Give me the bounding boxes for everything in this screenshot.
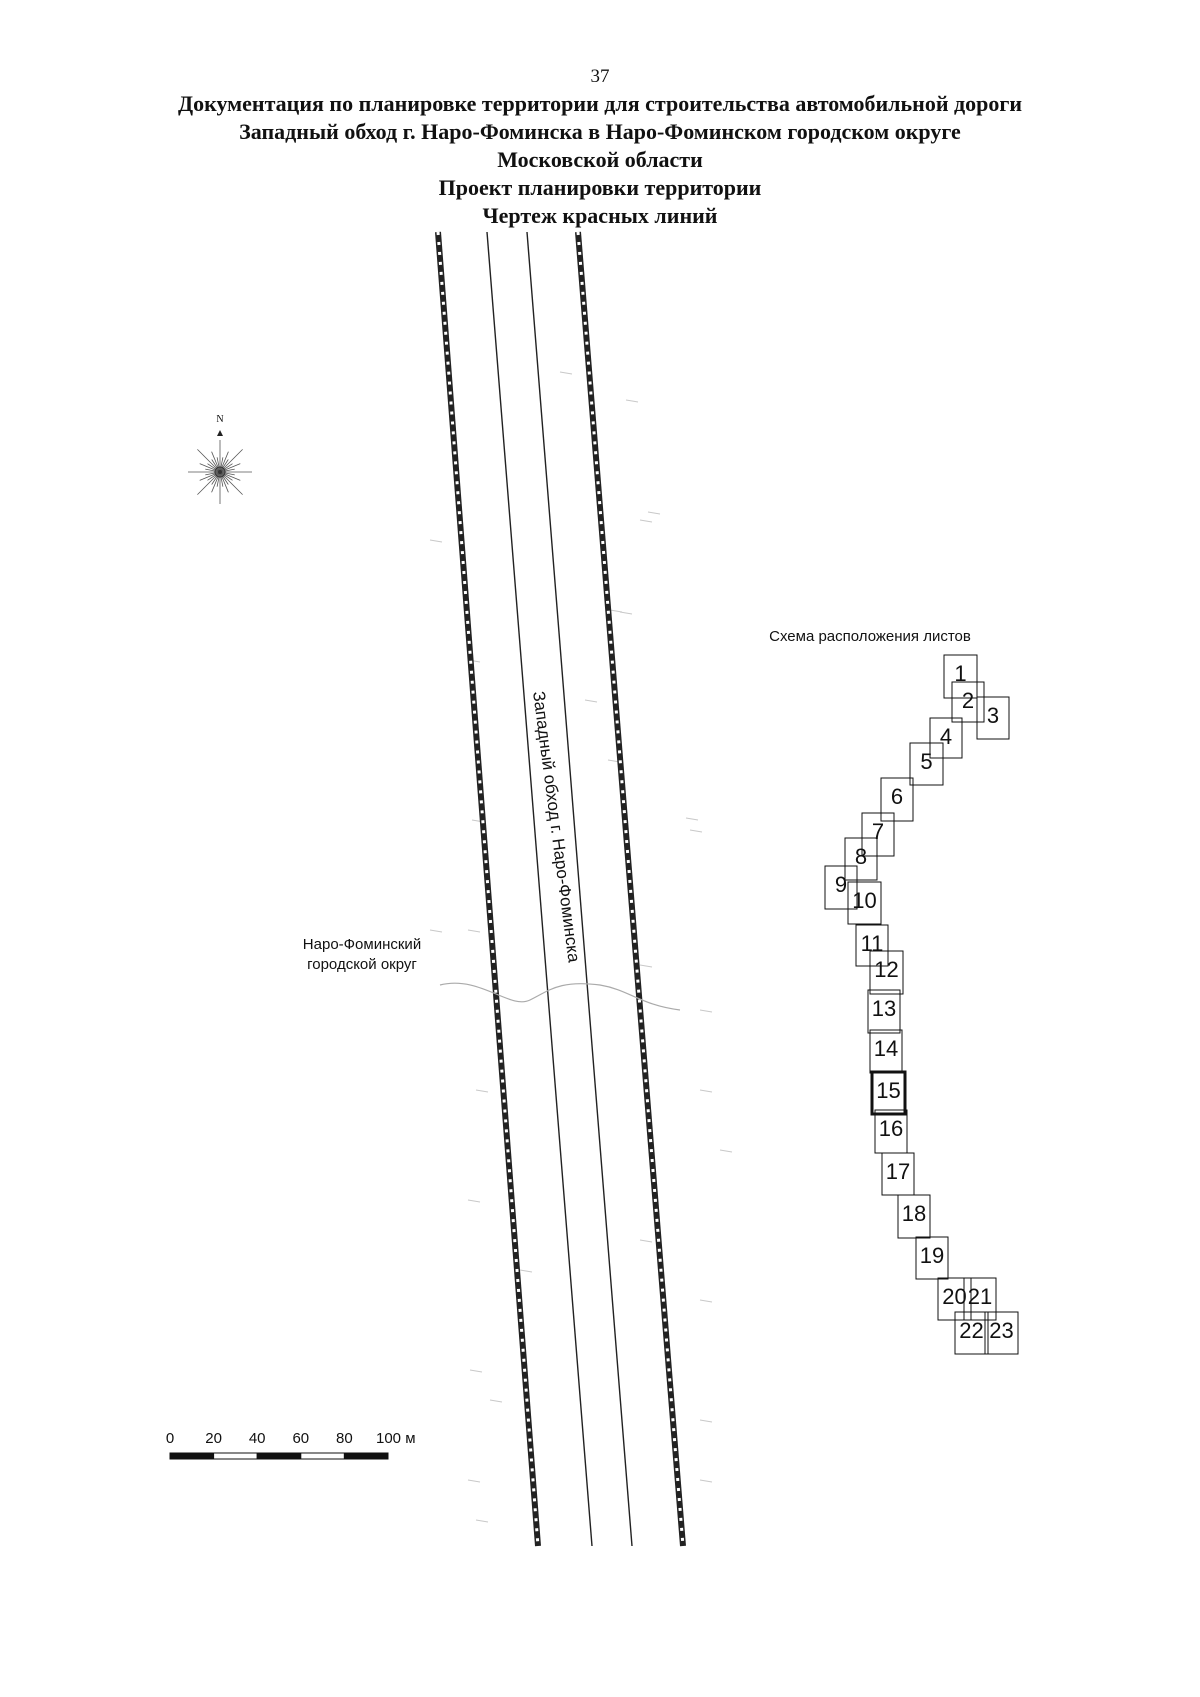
scale-segment — [169, 1452, 215, 1460]
sheet-box-15 — [870, 1070, 907, 1116]
sheet-box-2 — [951, 681, 985, 723]
sheet-number-8: 8 — [855, 844, 867, 869]
sheet-number-10: 10 — [852, 888, 876, 913]
sheet-box-22 — [954, 1311, 989, 1355]
district-label-line-1: Наро-Фоминский — [303, 936, 421, 953]
scale-segment — [256, 1452, 302, 1460]
sheet-box-18 — [897, 1194, 931, 1239]
scale-tick-label: 80 — [336, 1430, 353, 1447]
sheet-number-12: 12 — [874, 957, 898, 982]
sheet-box-23 — [984, 1311, 1019, 1355]
title-line-2: Западный обход г. Наро-Фоминска в Наро-Ф… — [239, 119, 961, 144]
sheet-number-13: 13 — [872, 996, 896, 1021]
sheet-box-6 — [880, 777, 914, 822]
title-line-3: Московской области — [497, 147, 703, 172]
sheet-number-16: 16 — [879, 1116, 903, 1141]
scale-tick-label: 0 — [166, 1430, 174, 1447]
sheet-box-13 — [867, 989, 901, 1034]
red-line-left — [435, 231, 541, 1547]
title-line-4: Проект планировки территории — [438, 175, 762, 200]
sheet-number-18: 18 — [902, 1201, 926, 1226]
north-arrow-icon: N — [188, 414, 252, 504]
sheet-number-3: 3 — [987, 703, 999, 728]
scale-segment — [213, 1452, 258, 1460]
sheet-box-11 — [855, 924, 889, 967]
sheet-number-19: 19 — [920, 1243, 944, 1268]
title-line-5: Чертеж красных линий — [482, 203, 718, 228]
title-line-1: Документация по планировке территории дл… — [177, 91, 1023, 116]
sheet-number-17: 17 — [886, 1159, 910, 1184]
sheet-index-title: Схема расположения листов — [769, 628, 971, 645]
sheet-box-12 — [869, 950, 904, 995]
district-boundary-line — [439, 982, 681, 1011]
sheet-number-2: 2 — [962, 688, 974, 713]
road-label: Западный обход г. Наро-Фоминска — [529, 690, 584, 964]
sheet-number-21: 21 — [968, 1284, 992, 1309]
scale-tick-label: 60 — [292, 1430, 309, 1447]
sheet-number-9: 9 — [835, 872, 847, 897]
sheet-number-1: 1 — [954, 661, 966, 686]
sheet-number-14: 14 — [874, 1036, 898, 1061]
district-label-line-2: городской округ — [307, 956, 417, 973]
sheet-box-1 — [943, 654, 978, 699]
sheet-box-10 — [847, 881, 882, 925]
sheet-number-7: 7 — [872, 819, 884, 844]
road-edge-left — [486, 231, 593, 1547]
scale-segment — [300, 1452, 345, 1460]
page-number: 37 — [590, 66, 610, 87]
sheet-box-4 — [929, 717, 963, 759]
sheet-box-9 — [824, 865, 858, 910]
scale-tick-label: 100 м — [376, 1430, 416, 1447]
sheet-number-5: 5 — [920, 749, 932, 774]
scale-tick-label: 20 — [205, 1430, 222, 1447]
sheet-box-8 — [844, 837, 878, 881]
road-edge-right — [526, 231, 633, 1547]
sheet-box-7 — [861, 812, 895, 857]
scale-tick-label: 40 — [249, 1430, 266, 1447]
sheet-number-22: 22 — [959, 1318, 983, 1343]
red-line-right — [575, 231, 686, 1547]
sheet-number-15: 15 — [876, 1078, 900, 1103]
sheet-number-23: 23 — [989, 1318, 1013, 1343]
scale-segment — [343, 1452, 389, 1460]
north-label: N — [216, 414, 223, 425]
sheet-number-11: 11 — [861, 931, 884, 956]
sheet-box-5 — [909, 742, 944, 786]
sheet-number-4: 4 — [940, 724, 952, 749]
background-map-marks — [429, 371, 733, 1523]
sheet-number-6: 6 — [891, 784, 903, 809]
scale-bar: 0 20 40 60 80 100 м — [166, 1430, 416, 1460]
sheet-box-3 — [976, 696, 1010, 740]
sheet-number-20: 20 — [942, 1284, 966, 1309]
document-title: Документация по планировке территории дл… — [0, 90, 1200, 230]
sheet-box-19 — [915, 1236, 949, 1280]
sheet-box-21 — [963, 1277, 997, 1321]
